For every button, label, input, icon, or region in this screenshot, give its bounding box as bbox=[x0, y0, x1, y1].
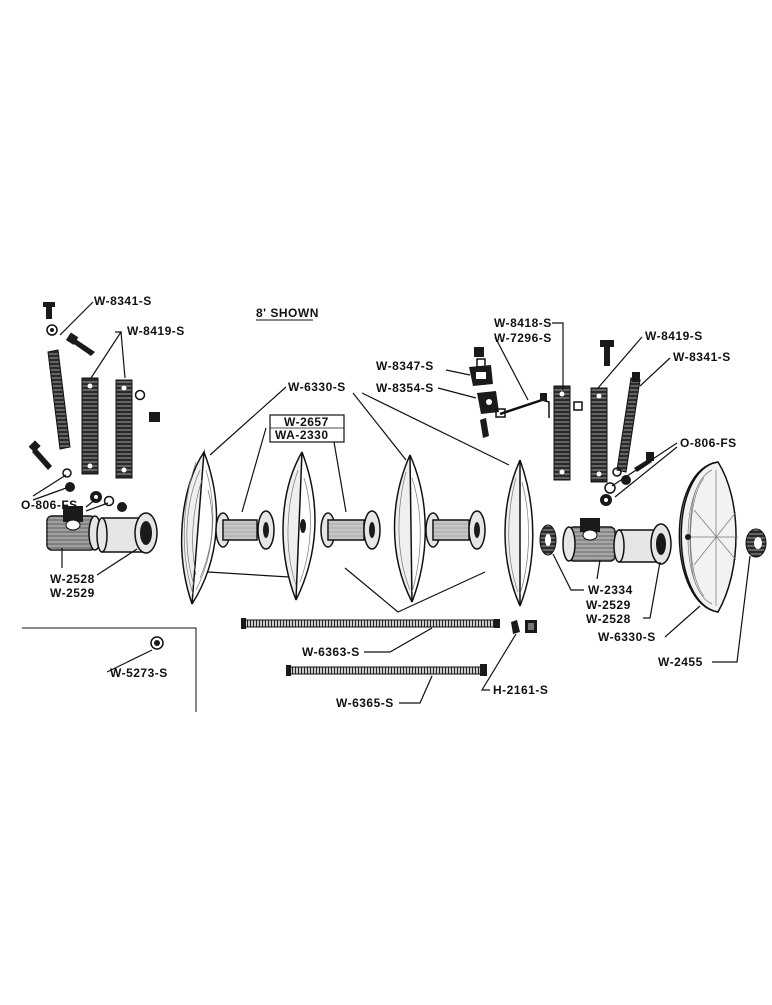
disc-blade bbox=[282, 451, 316, 601]
label-w-6330-top: W-6330-S bbox=[288, 380, 346, 394]
disc-blade bbox=[393, 454, 426, 603]
spacer-spool bbox=[320, 510, 381, 550]
label-w-8341-left: W-8341-S bbox=[94, 294, 152, 308]
leader-lines bbox=[32, 301, 751, 704]
label-o-806-left: O-806-FS bbox=[21, 498, 78, 512]
label-w-2455: W-2455 bbox=[658, 655, 703, 669]
label-w-6363: W-6363-S bbox=[302, 645, 360, 659]
right-bearing-sleeve bbox=[613, 523, 672, 565]
bolt bbox=[65, 332, 95, 356]
left-bearing-sleeve bbox=[96, 512, 158, 554]
label-wa-2330: WA-2330 bbox=[275, 428, 329, 442]
axle-rod-w-6365 bbox=[286, 664, 487, 676]
label-w-8418: W-8418-S bbox=[494, 316, 552, 330]
washer bbox=[134, 389, 160, 422]
end-disc-blade bbox=[678, 461, 738, 613]
spacer-spool bbox=[425, 510, 486, 550]
right-scraper-plate bbox=[553, 385, 583, 481]
label-w-2528-left: W-2528 bbox=[50, 572, 95, 586]
label-w-8341-right: W-8341-S bbox=[673, 350, 731, 364]
label-w-8419-right: W-8419-S bbox=[645, 329, 703, 343]
label-w-2334: W-2334 bbox=[588, 583, 633, 597]
label-w-8347: W-8347-S bbox=[376, 359, 434, 373]
label-o-806-right: O-806-FS bbox=[680, 436, 737, 450]
axle-rod-w-6363 bbox=[241, 618, 500, 629]
label-w-8419-left: W-8419-S bbox=[127, 324, 185, 338]
label-w-2528-right: W-2528 bbox=[586, 612, 631, 626]
label-w-6365: W-6365-S bbox=[336, 696, 394, 710]
label-w-2529-left: W-2529 bbox=[50, 586, 95, 600]
right-bearing-housing bbox=[562, 518, 616, 562]
label-w-5273: W-5273-S bbox=[110, 666, 168, 680]
left-bearing-housing bbox=[46, 506, 102, 551]
thrust-bumper bbox=[539, 524, 557, 556]
left-scraper-bar bbox=[43, 302, 71, 450]
left-scraper-plate bbox=[81, 377, 99, 475]
label-h-2161: H-2161-S bbox=[493, 683, 548, 697]
label-w-2529-right: W-2529 bbox=[586, 598, 631, 612]
label-w-7296: W-7296-S bbox=[494, 331, 552, 345]
axle-nut bbox=[511, 620, 537, 634]
note-8-shown: 8' SHOWN bbox=[256, 306, 319, 320]
label-w-8354: W-8354-S bbox=[376, 381, 434, 395]
label-box bbox=[269, 414, 345, 443]
scraper-rod bbox=[499, 393, 550, 418]
label-w-2657: W-2657 bbox=[284, 415, 329, 429]
bolt bbox=[600, 340, 614, 366]
right-bracket bbox=[477, 391, 506, 438]
spacer-spool bbox=[215, 510, 275, 550]
right-scraper-bar bbox=[616, 372, 641, 473]
left-scraper-plate bbox=[115, 379, 133, 479]
right-bracket-clip bbox=[469, 347, 493, 386]
disc-blade bbox=[180, 449, 218, 605]
end-cap bbox=[745, 528, 767, 558]
frame-line bbox=[22, 627, 197, 712]
nuts bbox=[90, 491, 127, 512]
loose-nut bbox=[150, 636, 164, 650]
label-w-6330-bottom: W-6330-S bbox=[598, 630, 656, 644]
part-labels: 8' SHOWN W-8341-S W-8419-S W-6330-S W-26… bbox=[21, 294, 737, 710]
right-scraper-plate bbox=[590, 387, 608, 483]
disc-blade bbox=[504, 459, 534, 607]
bolt bbox=[28, 440, 75, 492]
